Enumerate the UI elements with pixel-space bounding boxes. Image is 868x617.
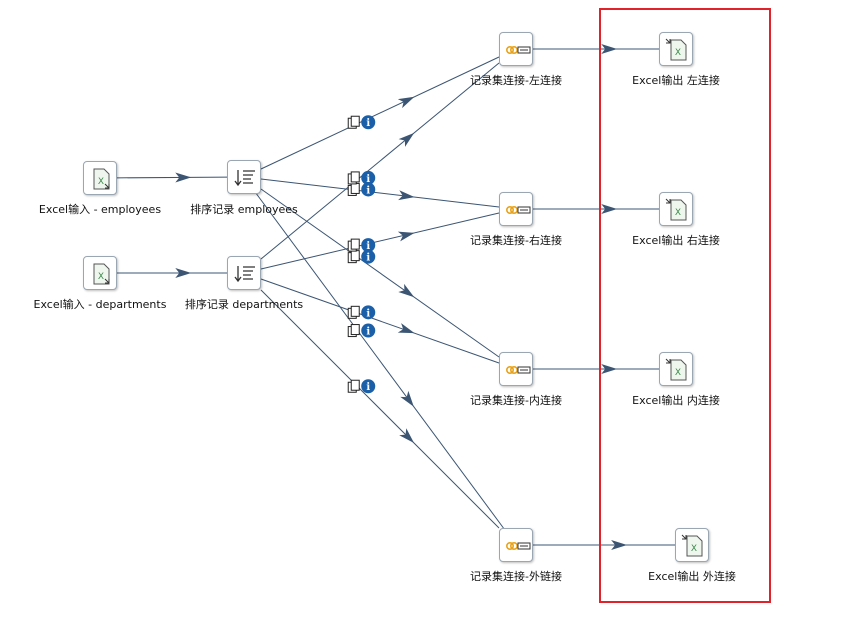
step-sort-employees[interactable]	[227, 160, 261, 194]
hop-sort_dept-join_left[interactable]	[260, 62, 500, 260]
hop-arrow-icon	[398, 132, 415, 147]
copy-info-badge-icon[interactable]	[347, 114, 376, 130]
copy-info-badge-icon[interactable]	[347, 170, 376, 186]
svg-text:X: X	[98, 177, 104, 187]
svg-text:X: X	[98, 272, 104, 282]
merge-join-icon	[506, 366, 531, 375]
excel-input-icon: X	[93, 168, 110, 190]
excel-output-icon: X	[665, 38, 687, 61]
hop-arrow-icon	[601, 204, 618, 214]
step-excel-output-left[interactable]: X	[659, 32, 693, 66]
hop-excel_in_emp-sort_emp[interactable]	[116, 176, 228, 179]
step-label-excel-output-right: Excel输出 右连接	[632, 234, 720, 247]
highlight-box	[599, 8, 771, 603]
step-label-merge-join-right: 记录集连接-右连接	[470, 234, 562, 247]
copy-info-badge-icon[interactable]	[347, 237, 376, 253]
hop-arrow-icon	[398, 190, 415, 201]
svg-text:X: X	[675, 368, 681, 378]
copy-info-badge-icon[interactable]	[347, 181, 376, 197]
hop-arrow-icon	[399, 428, 415, 444]
step-label-sort-employees: 排序记录 employees	[190, 203, 298, 216]
hop-sort_emp-join_outer[interactable]	[256, 193, 504, 529]
step-excel-output-inner[interactable]: X	[659, 352, 693, 386]
step-excel-output-outer[interactable]: X	[675, 528, 709, 562]
hop-sort_dept-join_outer[interactable]	[260, 289, 500, 529]
sort-rows-icon	[234, 170, 255, 187]
hop-arrow-icon	[175, 172, 192, 183]
hop-arrow-icon	[611, 540, 628, 550]
excel-input-icon: X	[93, 263, 110, 285]
excel-output-icon: X	[665, 198, 687, 221]
hop-sort_emp-join_inner[interactable]	[260, 188, 500, 358]
step-merge-join-right[interactable]	[499, 192, 533, 226]
svg-text:X: X	[675, 208, 681, 218]
svg-text:X: X	[675, 48, 681, 58]
hop-sort_emp-join_right[interactable]	[260, 178, 500, 208]
step-label-sort-departments: 排序记录 departments	[184, 298, 304, 311]
svg-text:X: X	[691, 544, 697, 554]
hop-sort_dept-join_right[interactable]	[260, 212, 500, 270]
hop-arrow-icon	[601, 44, 618, 54]
hop-arrow-icon	[397, 323, 415, 334]
sort-rows-icon	[234, 266, 255, 283]
hop-arrow-icon	[397, 231, 415, 242]
hop-arrow-icon	[398, 283, 415, 298]
hop-arrow-icon	[175, 268, 192, 278]
step-label-excel-input-employees: Excel输入 - employees	[38, 203, 162, 216]
step-label-excel-input-departments: Excel输入 - departments	[33, 298, 167, 311]
step-merge-join-outer[interactable]	[499, 528, 533, 562]
step-merge-join-left[interactable]	[499, 32, 533, 66]
step-sort-departments[interactable]	[227, 256, 261, 290]
merge-join-icon	[506, 46, 531, 55]
step-label-merge-join-left: 记录集连接-左连接	[470, 74, 562, 87]
step-label-merge-join-outer: 记录集连接-外链接	[470, 570, 562, 583]
hop-sort_dept-join_inner[interactable]	[260, 278, 500, 364]
step-excel-input-departments[interactable]: X	[83, 256, 117, 290]
step-label-merge-join-inner: 记录集连接-内连接	[470, 394, 562, 407]
copy-info-badge-icon[interactable]	[347, 249, 376, 265]
excel-output-icon: X	[681, 534, 703, 557]
hop-sort_emp-join_left[interactable]	[260, 56, 500, 170]
step-label-excel-output-outer: Excel输出 外连接	[648, 570, 736, 583]
copy-info-badge-icon[interactable]	[347, 304, 376, 320]
step-label-excel-output-left: Excel输出 左连接	[632, 74, 720, 87]
hop-arrow-icon	[397, 96, 415, 109]
excel-output-icon: X	[665, 358, 687, 381]
step-merge-join-inner[interactable]	[499, 352, 533, 386]
step-label-excel-output-inner: Excel输出 内连接	[632, 394, 720, 407]
step-excel-input-employees[interactable]: X	[83, 161, 117, 195]
hop-arrow-icon	[400, 390, 414, 407]
merge-join-icon	[506, 542, 531, 551]
hop-arrow-icon	[601, 364, 618, 374]
step-excel-output-right[interactable]: X	[659, 192, 693, 226]
merge-join-icon	[506, 206, 531, 215]
